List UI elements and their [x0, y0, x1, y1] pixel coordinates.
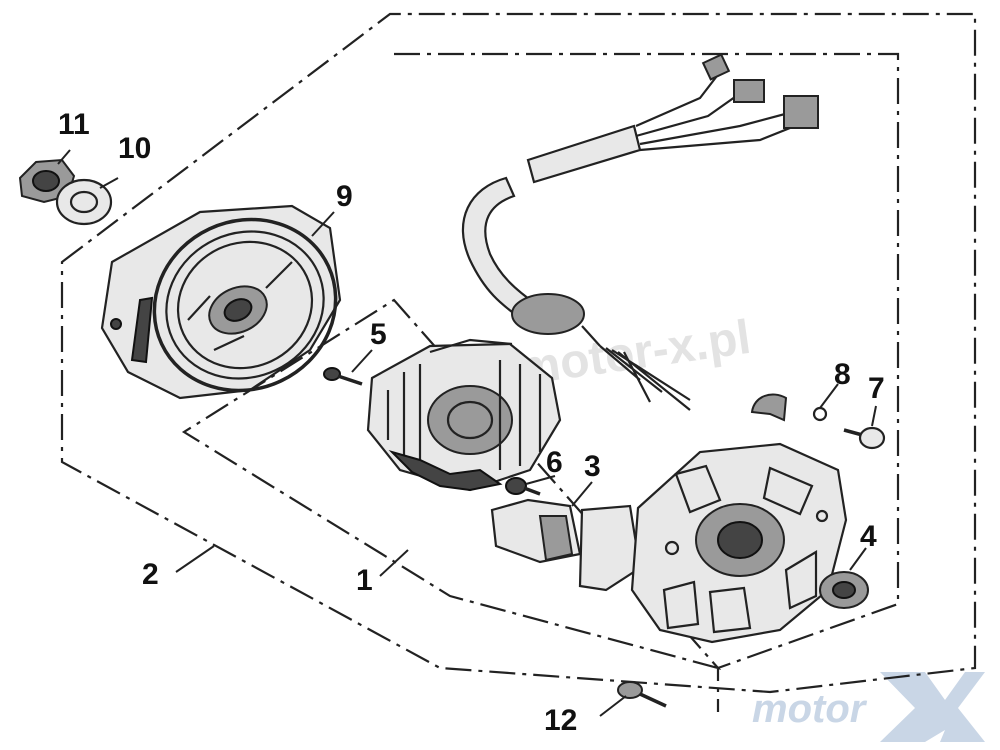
callout-12: 12 — [544, 704, 577, 737]
callout-2: 2 — [142, 558, 159, 591]
watermark-brand-text: motor — [752, 687, 868, 731]
screw-part-6 — [505, 477, 541, 496]
callout-9: 9 — [336, 180, 353, 213]
callout-8: 8 — [834, 358, 851, 391]
callout-10: 10 — [118, 132, 151, 165]
callout-3: 3 — [584, 450, 601, 483]
screw-part-7 — [843, 426, 886, 450]
callout-7: 7 — [868, 372, 885, 405]
assembly-2-outline — [60, 12, 977, 694]
watermark-x-icon — [880, 672, 985, 742]
washer-part-10 — [55, 178, 113, 226]
clamp-part-8 — [750, 393, 828, 422]
callout-5: 5 — [370, 318, 387, 351]
stator-assembly — [366, 338, 562, 492]
bolt-part-12 — [617, 681, 667, 708]
callout-6: 6 — [546, 446, 563, 479]
watermark-brand-logo: motor — [752, 672, 985, 742]
callout-11: 11 — [58, 108, 90, 141]
leader-lines — [57, 149, 877, 717]
pickup-coil-part-3 — [490, 498, 582, 564]
stator-base-plate — [578, 442, 848, 644]
wire-harness — [461, 53, 819, 411]
flywheel-rotor-part-9 — [100, 204, 342, 400]
callout-1: 1 — [356, 564, 373, 597]
callout-4: 4 — [860, 520, 877, 553]
screw-part-5 — [323, 367, 363, 386]
oil-seal-part-4 — [819, 571, 869, 609]
